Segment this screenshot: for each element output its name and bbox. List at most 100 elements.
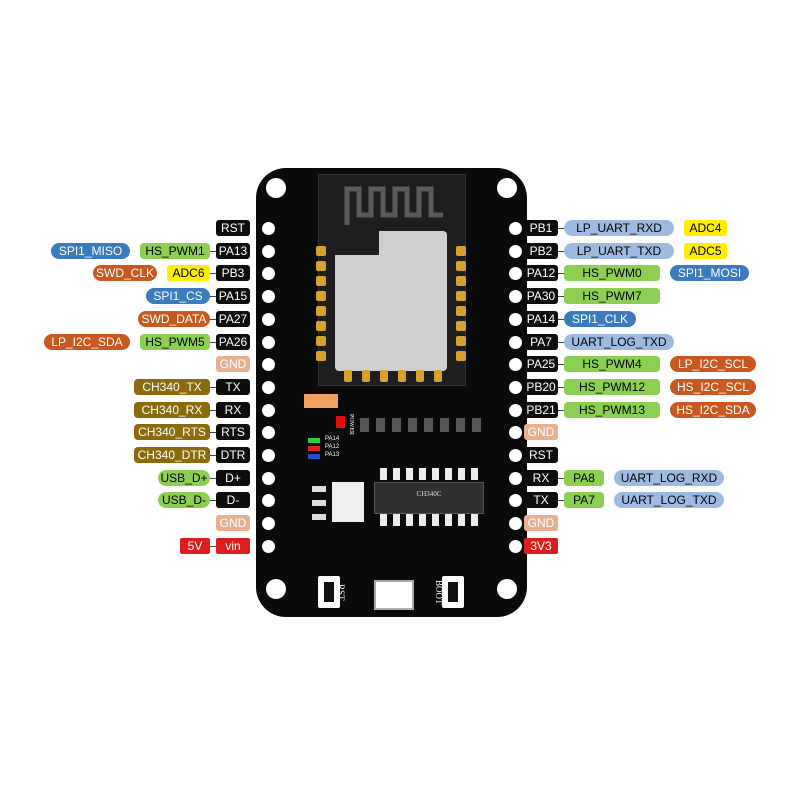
antenna-trace-icon — [344, 186, 443, 225]
pin-label-l-pa26: PA26 — [216, 334, 250, 350]
capacitor — [304, 394, 338, 408]
header-pin — [262, 381, 275, 394]
pin-label-l-rx: RX — [216, 402, 250, 418]
usb-port[interactable] — [374, 580, 414, 610]
header-pin — [262, 517, 275, 530]
pin-label-r-3v3: 3V3 — [524, 538, 558, 554]
chip-leg — [471, 514, 478, 526]
header-pin — [262, 449, 275, 462]
ch340c-chip: CH340C — [374, 468, 484, 526]
pin-label-r-rx: RX — [524, 470, 558, 486]
pin-label-r-pa7: PA7 — [524, 334, 558, 350]
function-label-adc4: ADC4 — [684, 220, 727, 236]
pin-label-l-pa13: PA13 — [216, 243, 250, 259]
function-label-hs-pwm1: HS_PWM1 — [140, 243, 210, 259]
header-pin — [509, 426, 522, 439]
header-pin — [509, 449, 522, 462]
connector-line — [558, 273, 564, 274]
module-pad — [316, 351, 326, 361]
function-label-hs-pwm12: HS_PWM12 — [564, 379, 660, 395]
function-label-lp-i2c-sda: LP_I2C_SDA — [44, 334, 130, 350]
connector-line — [210, 387, 216, 388]
header-pin — [509, 494, 522, 507]
header-pin — [509, 245, 522, 258]
function-label-spi1-cs: SPI1_CS — [146, 288, 210, 304]
led-label-pa12: PA12 — [325, 444, 340, 450]
led-label-pa13: PA13 — [325, 452, 340, 458]
connector-line — [210, 251, 216, 252]
header-pin — [262, 426, 275, 439]
mount-hole — [497, 579, 517, 599]
function-label-hs-pwm0: HS_PWM0 — [564, 265, 660, 281]
pin-label-r-pa30: PA30 — [524, 288, 558, 304]
function-label-lp-uart-rxd: LP_UART_RXD — [564, 220, 674, 236]
pin-label-r-pa25: PA25 — [524, 356, 558, 372]
connector-line — [558, 410, 564, 411]
module-pad — [316, 261, 326, 271]
pin-label-l-tx: TX — [216, 379, 250, 395]
pin-label-r-pb2: PB2 — [524, 243, 558, 259]
chip-leg — [419, 514, 426, 526]
chip-leg — [432, 514, 439, 526]
header-pin — [509, 540, 522, 553]
rst-button[interactable] — [318, 576, 340, 608]
module-shield — [335, 231, 447, 371]
pin-label-r-pb1: PB1 — [524, 220, 558, 236]
header-pin — [262, 267, 275, 280]
module-pad — [416, 370, 424, 382]
function-label-usb-d: USB_D- — [158, 492, 210, 508]
function-label-adc5: ADC5 — [684, 243, 727, 259]
function-label-hs-pwm7: HS_PWM7 — [564, 288, 660, 304]
connector-line — [558, 319, 564, 320]
connector-line — [210, 273, 216, 274]
power-led-label: POWER — [348, 414, 354, 435]
module-pad — [434, 370, 442, 382]
mount-hole — [266, 579, 286, 599]
function-label-hs-pwm4: HS_PWM4 — [564, 356, 660, 372]
rst-button-label: RST — [336, 584, 346, 601]
header-pin — [262, 358, 275, 371]
chip-leg — [406, 468, 413, 480]
module-pad — [456, 306, 466, 316]
header-pin — [262, 336, 275, 349]
power-led — [336, 416, 345, 428]
wifi-module — [318, 174, 466, 386]
header-pin — [509, 404, 522, 417]
chip-leg — [471, 468, 478, 480]
module-pad — [456, 291, 466, 301]
header-pin — [509, 336, 522, 349]
pin-label-r-pb20: PB20 — [524, 379, 558, 395]
function-label-ch340-dtr: CH340_DTR — [134, 447, 210, 463]
header-pin — [262, 245, 275, 258]
led-pa12 — [308, 446, 320, 451]
header-pin — [262, 222, 275, 235]
module-pad — [316, 291, 326, 301]
chip-leg — [393, 468, 400, 480]
module-pad — [316, 321, 326, 331]
connector-line — [558, 500, 564, 501]
header-pin — [509, 290, 522, 303]
header-pin — [509, 472, 522, 485]
connector-line — [558, 478, 564, 479]
pin-label-r-pa14: PA14 — [524, 311, 558, 327]
module-pad — [344, 370, 352, 382]
pin-label-r-pb21: PB21 — [524, 402, 558, 418]
pin-label-r-gnd: GND — [524, 515, 558, 531]
connector-line — [210, 410, 216, 411]
function-label-adc6: ADC6 — [167, 265, 210, 281]
pin-label-l-gnd: GND — [216, 515, 250, 531]
function-label-pa8: PA8 — [564, 470, 604, 486]
boot-button[interactable] — [442, 576, 464, 608]
header-pin — [509, 267, 522, 280]
connector-line — [210, 546, 216, 547]
pin-label-l-vin: vin — [216, 538, 250, 554]
header-pin — [509, 381, 522, 394]
chip-leg — [445, 468, 452, 480]
connector-line — [558, 251, 564, 252]
pin-label-l-dtr: DTR — [216, 447, 250, 463]
pin-label-l-rst: RST — [216, 220, 250, 236]
connector-line — [210, 296, 216, 297]
led-pa13 — [308, 454, 320, 459]
connector-line — [210, 342, 216, 343]
pin-label-r-pa12: PA12 — [524, 265, 558, 281]
